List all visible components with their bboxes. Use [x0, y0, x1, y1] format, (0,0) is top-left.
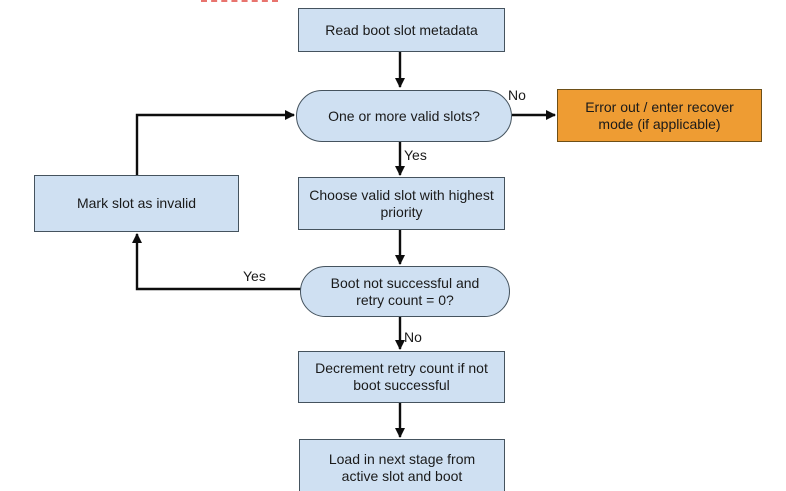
node-label: Load in next stage from active slot and …	[328, 451, 476, 484]
edge-label-no-to-recover: No	[508, 87, 526, 103]
node-label: Decrement retry count if not boot succes…	[315, 360, 488, 393]
node-label: Choose valid slot with highest priority	[309, 186, 494, 220]
node-read-boot-slot-metadata: Read boot slot metadata	[298, 8, 505, 52]
node-label: Read boot slot metadata	[325, 21, 478, 38]
node-decrement-retry-count: Decrement retry count if not boot succes…	[298, 351, 505, 403]
edge-bootcheck-to-markinvalid	[132, 233, 301, 291]
node-error-out-recover-mode: Error out / enter recover mode (if appli…	[557, 89, 762, 142]
node-choose-valid-slot: Choose valid slot with highest priority	[298, 177, 505, 230]
node-mark-slot-invalid: Mark slot as invalid	[34, 175, 239, 232]
decision-boot-not-successful-retry-zero: Boot not successful and retry count = 0?	[300, 266, 510, 317]
red-dotted-underline-artifact	[201, 0, 278, 2]
node-label: Error out / enter recover mode (if appli…	[585, 98, 734, 132]
node-label: Mark slot as invalid	[76, 195, 197, 211]
edge-markinvalid-to-validslots	[135, 110, 295, 175]
decision-one-or-more-valid-slots: One or more valid slots?	[296, 90, 512, 142]
edge-label-yes-valid-slot: Yes	[404, 147, 427, 163]
node-load-next-stage: Load in next stage from active slot and …	[299, 439, 505, 491]
node-label: One or more valid slots?	[328, 107, 480, 124]
edge-label-yes-retry-exhausted: Yes	[243, 268, 266, 284]
edge-label-no-retry-remaining: No	[404, 329, 422, 345]
node-label: Boot not successful and retry count = 0?	[330, 274, 480, 308]
